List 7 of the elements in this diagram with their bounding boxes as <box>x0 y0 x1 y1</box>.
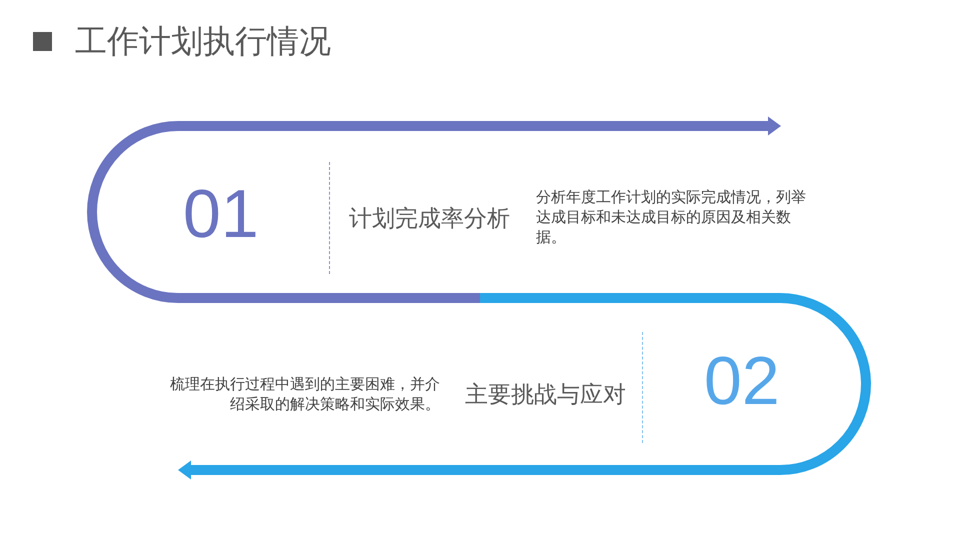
section-description: 分析年度工作计划的实际完成情况，列举达成目标和未达成目标的原因及相关数据。 <box>536 188 807 248</box>
section-description: 梳理在执行过程中遇到的主要困难，并介绍采取的解决策略和实际效果。 <box>169 375 440 415</box>
page-title: 工作计划执行情况 <box>75 22 331 60</box>
section-heading: 主要挑战与应对 <box>465 380 626 409</box>
section-number: 01 <box>183 180 259 248</box>
section-heading: 计划完成率分析 <box>349 204 510 233</box>
section-number: 02 <box>704 347 780 415</box>
